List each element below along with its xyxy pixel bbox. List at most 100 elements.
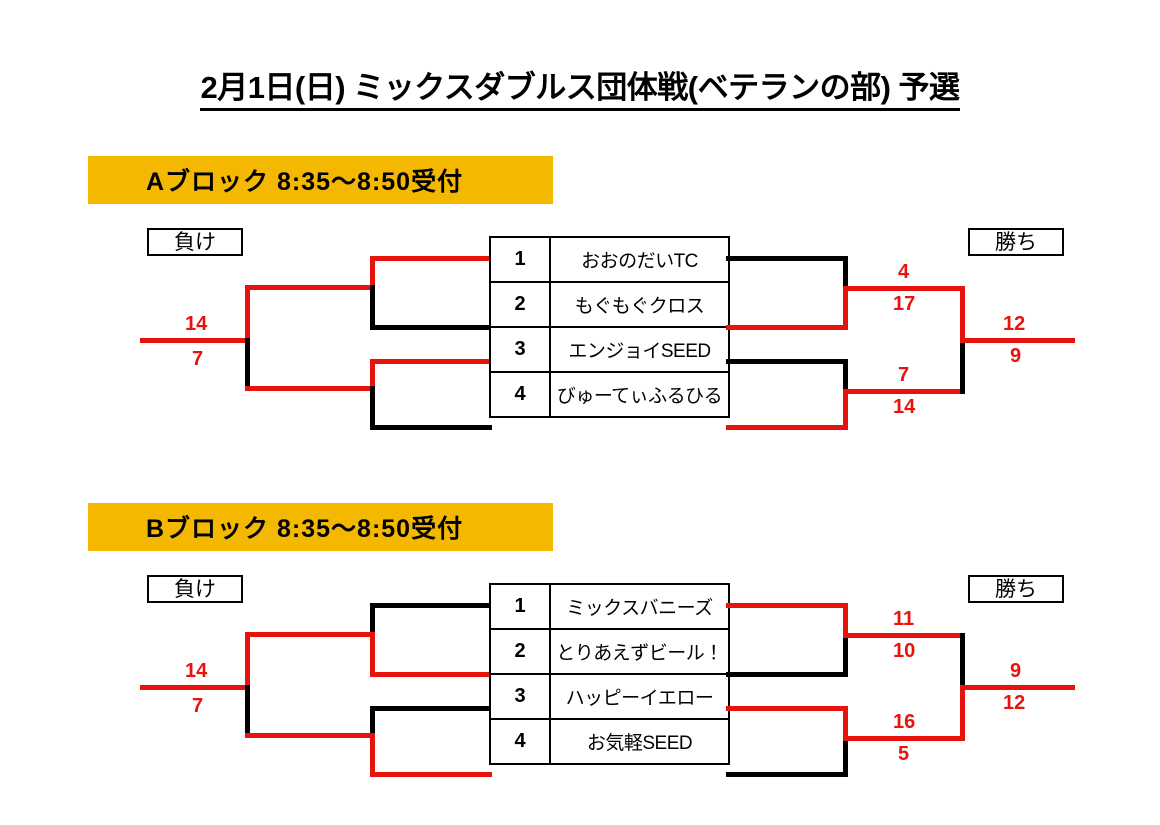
line-right-lower-v-blk-b xyxy=(843,736,848,777)
score-final-top-a: 12 xyxy=(1003,313,1026,335)
line-left-feed-a xyxy=(140,338,250,343)
team-name: お気軽SEED xyxy=(549,718,730,765)
line-right-lower-out-a xyxy=(843,389,965,394)
line-inner-upper-v-red-b xyxy=(370,632,375,677)
bracket-block-b: 負け 勝ち 1 ミックスバニーズ 2 とりあえずビール！ 3 ハッピーイエロー … xyxy=(0,575,1160,815)
line-right-lower-out-b xyxy=(843,736,965,741)
line-right-upper-v-red-b xyxy=(843,603,848,637)
block-header-b: Bブロック 8:35〜8:50受付 xyxy=(88,503,553,551)
score-right-lower-bottom-b: 5 xyxy=(898,743,910,765)
line-right-upper-v-blk-b xyxy=(843,633,848,677)
line-inner-upper-v-red-a xyxy=(370,256,375,290)
score-right-lower-top-b: 16 xyxy=(893,711,916,733)
line-right-lower-v-red-a xyxy=(843,389,848,430)
team-seed: 3 xyxy=(489,673,551,720)
win-label-a: 勝ち xyxy=(968,228,1064,256)
score-right-upper-top-a: 4 xyxy=(898,261,910,283)
line-right-from-team3-a xyxy=(726,359,848,364)
line-right-from-team1-b xyxy=(726,603,848,608)
line-inner-to-team2-a xyxy=(370,325,492,330)
line-right-from-team2-a xyxy=(726,325,848,330)
table-row: 3 エンジョイSEED xyxy=(489,326,730,373)
line-inner-to-team4-a xyxy=(370,425,492,430)
line-inner-lower-v-blk-a xyxy=(370,386,375,430)
line-final-out-a xyxy=(960,338,1075,343)
team-seed: 4 xyxy=(489,371,551,418)
team-seed: 3 xyxy=(489,326,551,373)
team-name: エンジョイSEED xyxy=(549,326,730,373)
line-right-lower-v-blk-a xyxy=(843,359,848,393)
line-right-lower-v-red-b xyxy=(843,706,848,740)
line-right-from-team2-b xyxy=(726,672,848,677)
line-inner-lower-v-red-a xyxy=(370,359,375,391)
lose-label-a: 負け xyxy=(147,228,243,256)
table-row: 3 ハッピーイエロー xyxy=(489,673,730,720)
page-title-text: 2月1日(日) ミックスダブルス団体戦(ベテランの部) 予選 xyxy=(200,70,960,111)
line-inner-lower-v-red-b xyxy=(370,733,375,777)
team-seed: 2 xyxy=(489,281,551,328)
block-header-a-label: Aブロック 8:35〜8:50受付 xyxy=(146,168,464,196)
score-right-upper-bottom-a: 17 xyxy=(893,293,916,315)
line-inner-to-team3-a xyxy=(370,359,492,364)
team-name: とりあえずビール！ xyxy=(549,628,730,675)
score-left-top-b: 14 xyxy=(185,660,208,682)
line-left-upper-a xyxy=(245,285,375,290)
score-final-bottom-a: 9 xyxy=(1010,345,1022,367)
line-left-upper-b xyxy=(245,632,375,637)
team-table-a: 1 おおのだいTC 2 もぐもぐクロス 3 エンジョイSEED 4 びゅーてぃふ… xyxy=(489,236,730,418)
team-name: ハッピーイエロー xyxy=(549,673,730,720)
line-right-upper-out-a xyxy=(843,286,965,291)
line-right-from-team1-a xyxy=(726,256,848,261)
page-title: 2月1日(日) ミックスダブルス団体戦(ベテランの部) 予選 xyxy=(0,62,1160,111)
team-name: びゅーてぃふるひる xyxy=(549,371,730,418)
line-right-upper-out-b xyxy=(843,633,965,638)
table-row: 2 もぐもぐクロス xyxy=(489,281,730,328)
line-inner-lower-v-blk-b xyxy=(370,706,375,738)
line-inner-upper-v-blk-a xyxy=(370,285,375,330)
line-final-v-red-b xyxy=(960,685,965,741)
score-left-bottom-a: 7 xyxy=(192,348,204,370)
score-left-top-a: 14 xyxy=(185,313,208,335)
line-inner-to-team1-a xyxy=(370,256,492,261)
team-seed: 2 xyxy=(489,628,551,675)
line-left-feed-b xyxy=(140,685,250,690)
score-right-upper-top-b: 11 xyxy=(893,608,915,630)
line-final-out-b xyxy=(960,685,1075,690)
line-right-from-team4-a xyxy=(726,425,848,430)
line-final-v-blk-a xyxy=(960,338,965,394)
line-left-split-lower-b xyxy=(245,685,250,738)
line-inner-to-team1-b xyxy=(370,603,492,608)
line-final-v-red-a xyxy=(960,286,965,341)
line-left-split-upper-b xyxy=(245,632,250,688)
line-inner-to-team2-b xyxy=(370,672,492,677)
line-left-split-upper-a xyxy=(245,285,250,341)
team-seed: 1 xyxy=(489,583,551,630)
score-right-upper-bottom-b: 10 xyxy=(893,640,916,662)
block-header-b-label: Bブロック 8:35〜8:50受付 xyxy=(146,515,464,543)
line-left-lower-b xyxy=(245,733,375,738)
table-row: 1 おおのだいTC xyxy=(489,236,730,283)
score-right-lower-bottom-a: 14 xyxy=(893,396,916,418)
line-right-upper-v-blk-a xyxy=(843,256,848,290)
bracket-block-a: 負け 勝ち 1 おおのだいTC 2 もぐもぐクロス 3 エンジョイSEED 4 … xyxy=(0,228,1160,468)
team-name: おおのだいTC xyxy=(549,236,730,283)
score-right-lower-top-a: 7 xyxy=(898,364,910,386)
lose-label-b: 負け xyxy=(147,575,243,603)
line-inner-upper-v-blk-b xyxy=(370,603,375,637)
line-final-v-blk-b xyxy=(960,633,965,688)
line-left-split-lower-a xyxy=(245,338,250,391)
line-left-lower-a xyxy=(245,386,375,391)
table-row: 4 びゅーてぃふるひる xyxy=(489,371,730,418)
team-name: もぐもぐクロス xyxy=(549,281,730,328)
score-final-bottom-b: 12 xyxy=(1003,692,1026,714)
block-header-a: Aブロック 8:35〜8:50受付 xyxy=(88,156,553,204)
team-seed: 4 xyxy=(489,718,551,765)
table-row: 4 お気軽SEED xyxy=(489,718,730,765)
line-right-from-team4-b xyxy=(726,772,848,777)
line-inner-to-team3-b xyxy=(370,706,492,711)
table-row: 2 とりあえずビール！ xyxy=(489,628,730,675)
team-name: ミックスバニーズ xyxy=(549,583,730,630)
team-seed: 1 xyxy=(489,236,551,283)
line-inner-to-team4-b xyxy=(370,772,492,777)
